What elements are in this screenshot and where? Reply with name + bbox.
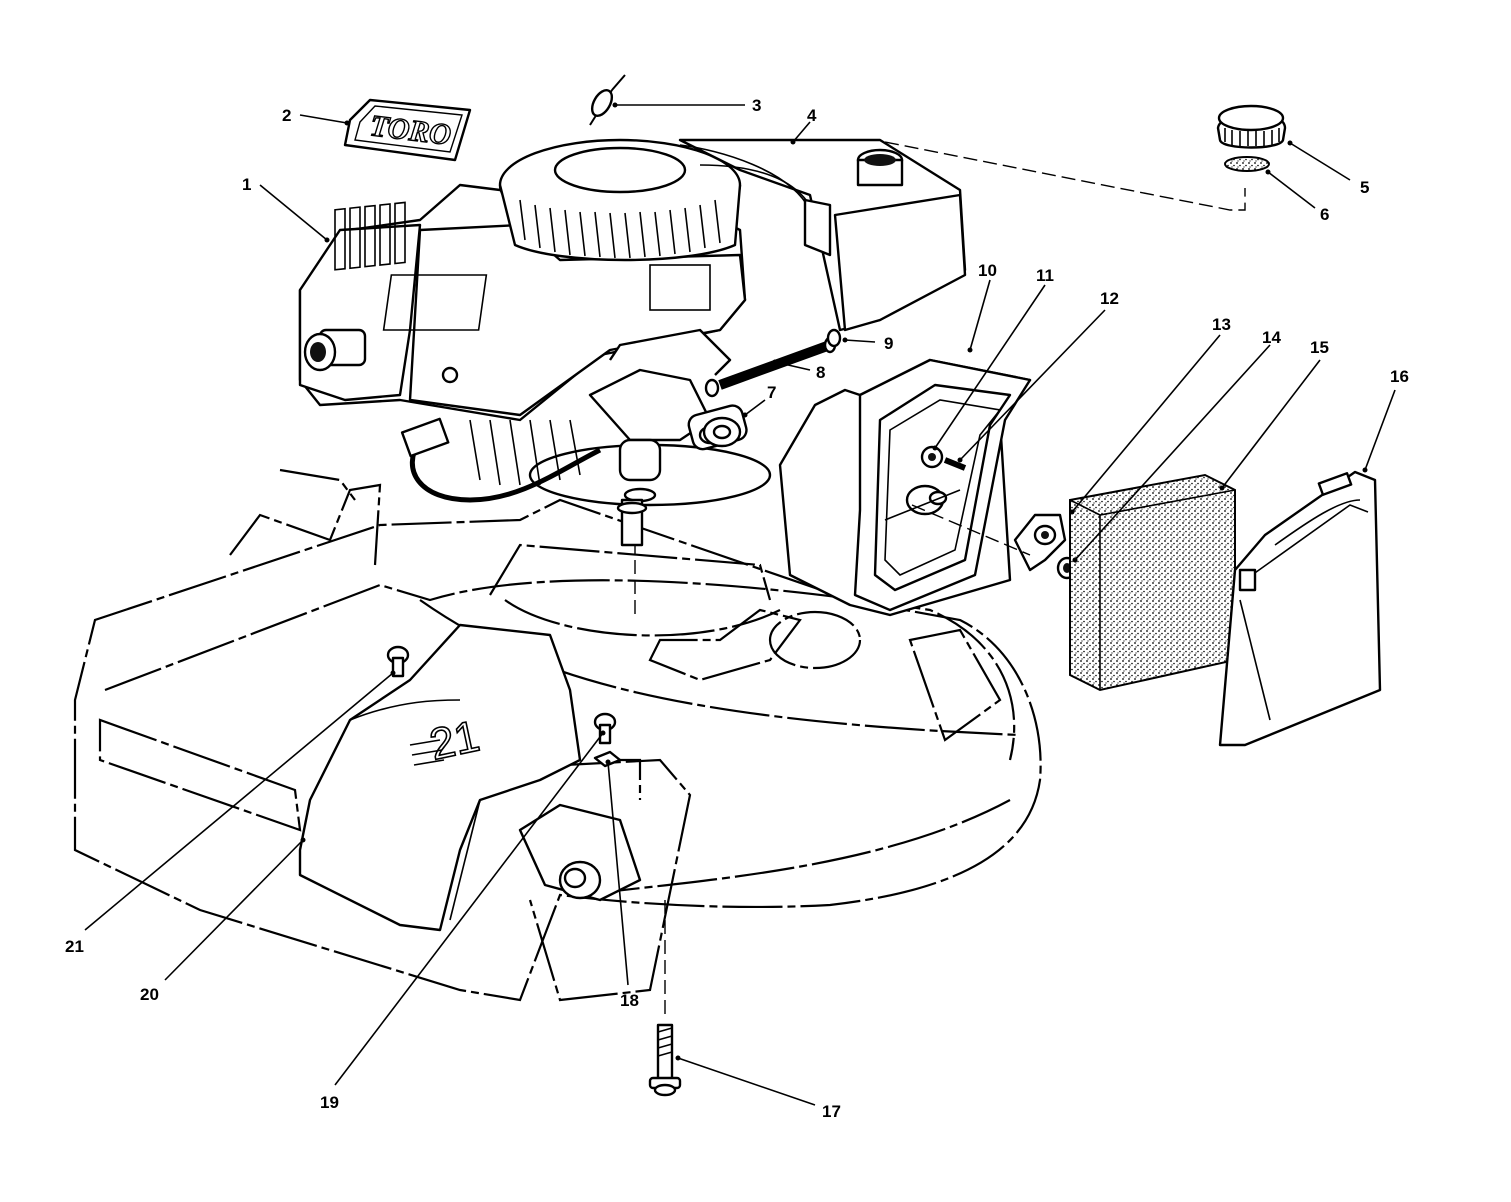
callout-11: 11: [1036, 266, 1054, 285]
choke-knob: [303, 328, 367, 372]
callout-7: 7: [767, 383, 776, 402]
callout-9: 9: [884, 334, 893, 353]
fuel-cap: [1216, 104, 1287, 149]
hose-clamp: [826, 328, 842, 348]
air-filter-cover: [1218, 470, 1382, 747]
blade-bolt: [648, 1023, 682, 1097]
air-cleaner-body: [778, 358, 1032, 617]
spark-plug-wire: [409, 438, 602, 503]
callout-13: 13: [1212, 315, 1231, 334]
callout-3: 3: [752, 96, 761, 115]
callout-21: 21: [65, 937, 84, 956]
foam-air-filter: [1069, 473, 1236, 692]
square-nut: [593, 750, 622, 768]
callout-17: 17: [822, 1102, 841, 1121]
fuel-tank: [678, 138, 967, 332]
leader-lines: [84, 102, 1396, 1106]
recoil-starter: [498, 138, 742, 262]
fuel-line-clip: [589, 74, 626, 126]
deck-cover-plate: 21: [298, 623, 582, 932]
callout-18: 18: [620, 991, 639, 1010]
callout-19: 19: [320, 1093, 339, 1112]
engine-assembly: [298, 138, 772, 547]
callout-14: 14: [1262, 328, 1281, 347]
callout-20: 20: [140, 985, 159, 1004]
cap-gasket: [1224, 156, 1270, 172]
cover-screw-19: [593, 712, 617, 745]
toro-emblem: TORO: [343, 98, 472, 162]
callout-5: 5: [1360, 178, 1369, 197]
shroud-vents: [334, 201, 406, 271]
callout-10: 10: [978, 261, 997, 280]
front-wheel-mount: [518, 803, 642, 902]
callout-8: 8: [816, 363, 825, 382]
callout-16: 16: [1390, 367, 1409, 386]
callout-15: 15: [1310, 338, 1329, 357]
mounting-bracket: [1013, 513, 1067, 572]
callout-12: 12: [1100, 289, 1119, 308]
callout-1: 1: [242, 175, 251, 194]
callout-6: 6: [1320, 205, 1329, 224]
cover-screw-21: [386, 645, 410, 678]
callout-labels: 1 2 3 4 5 6 7 8 9 10 11 12 13 14 15 16 1…: [65, 96, 1409, 1121]
callout-4: 4: [807, 106, 817, 125]
air-cleaner-screw: [943, 457, 967, 471]
carburetor-gasket: [702, 416, 742, 448]
callout-2: 2: [282, 106, 291, 125]
carburetor: [588, 328, 748, 503]
